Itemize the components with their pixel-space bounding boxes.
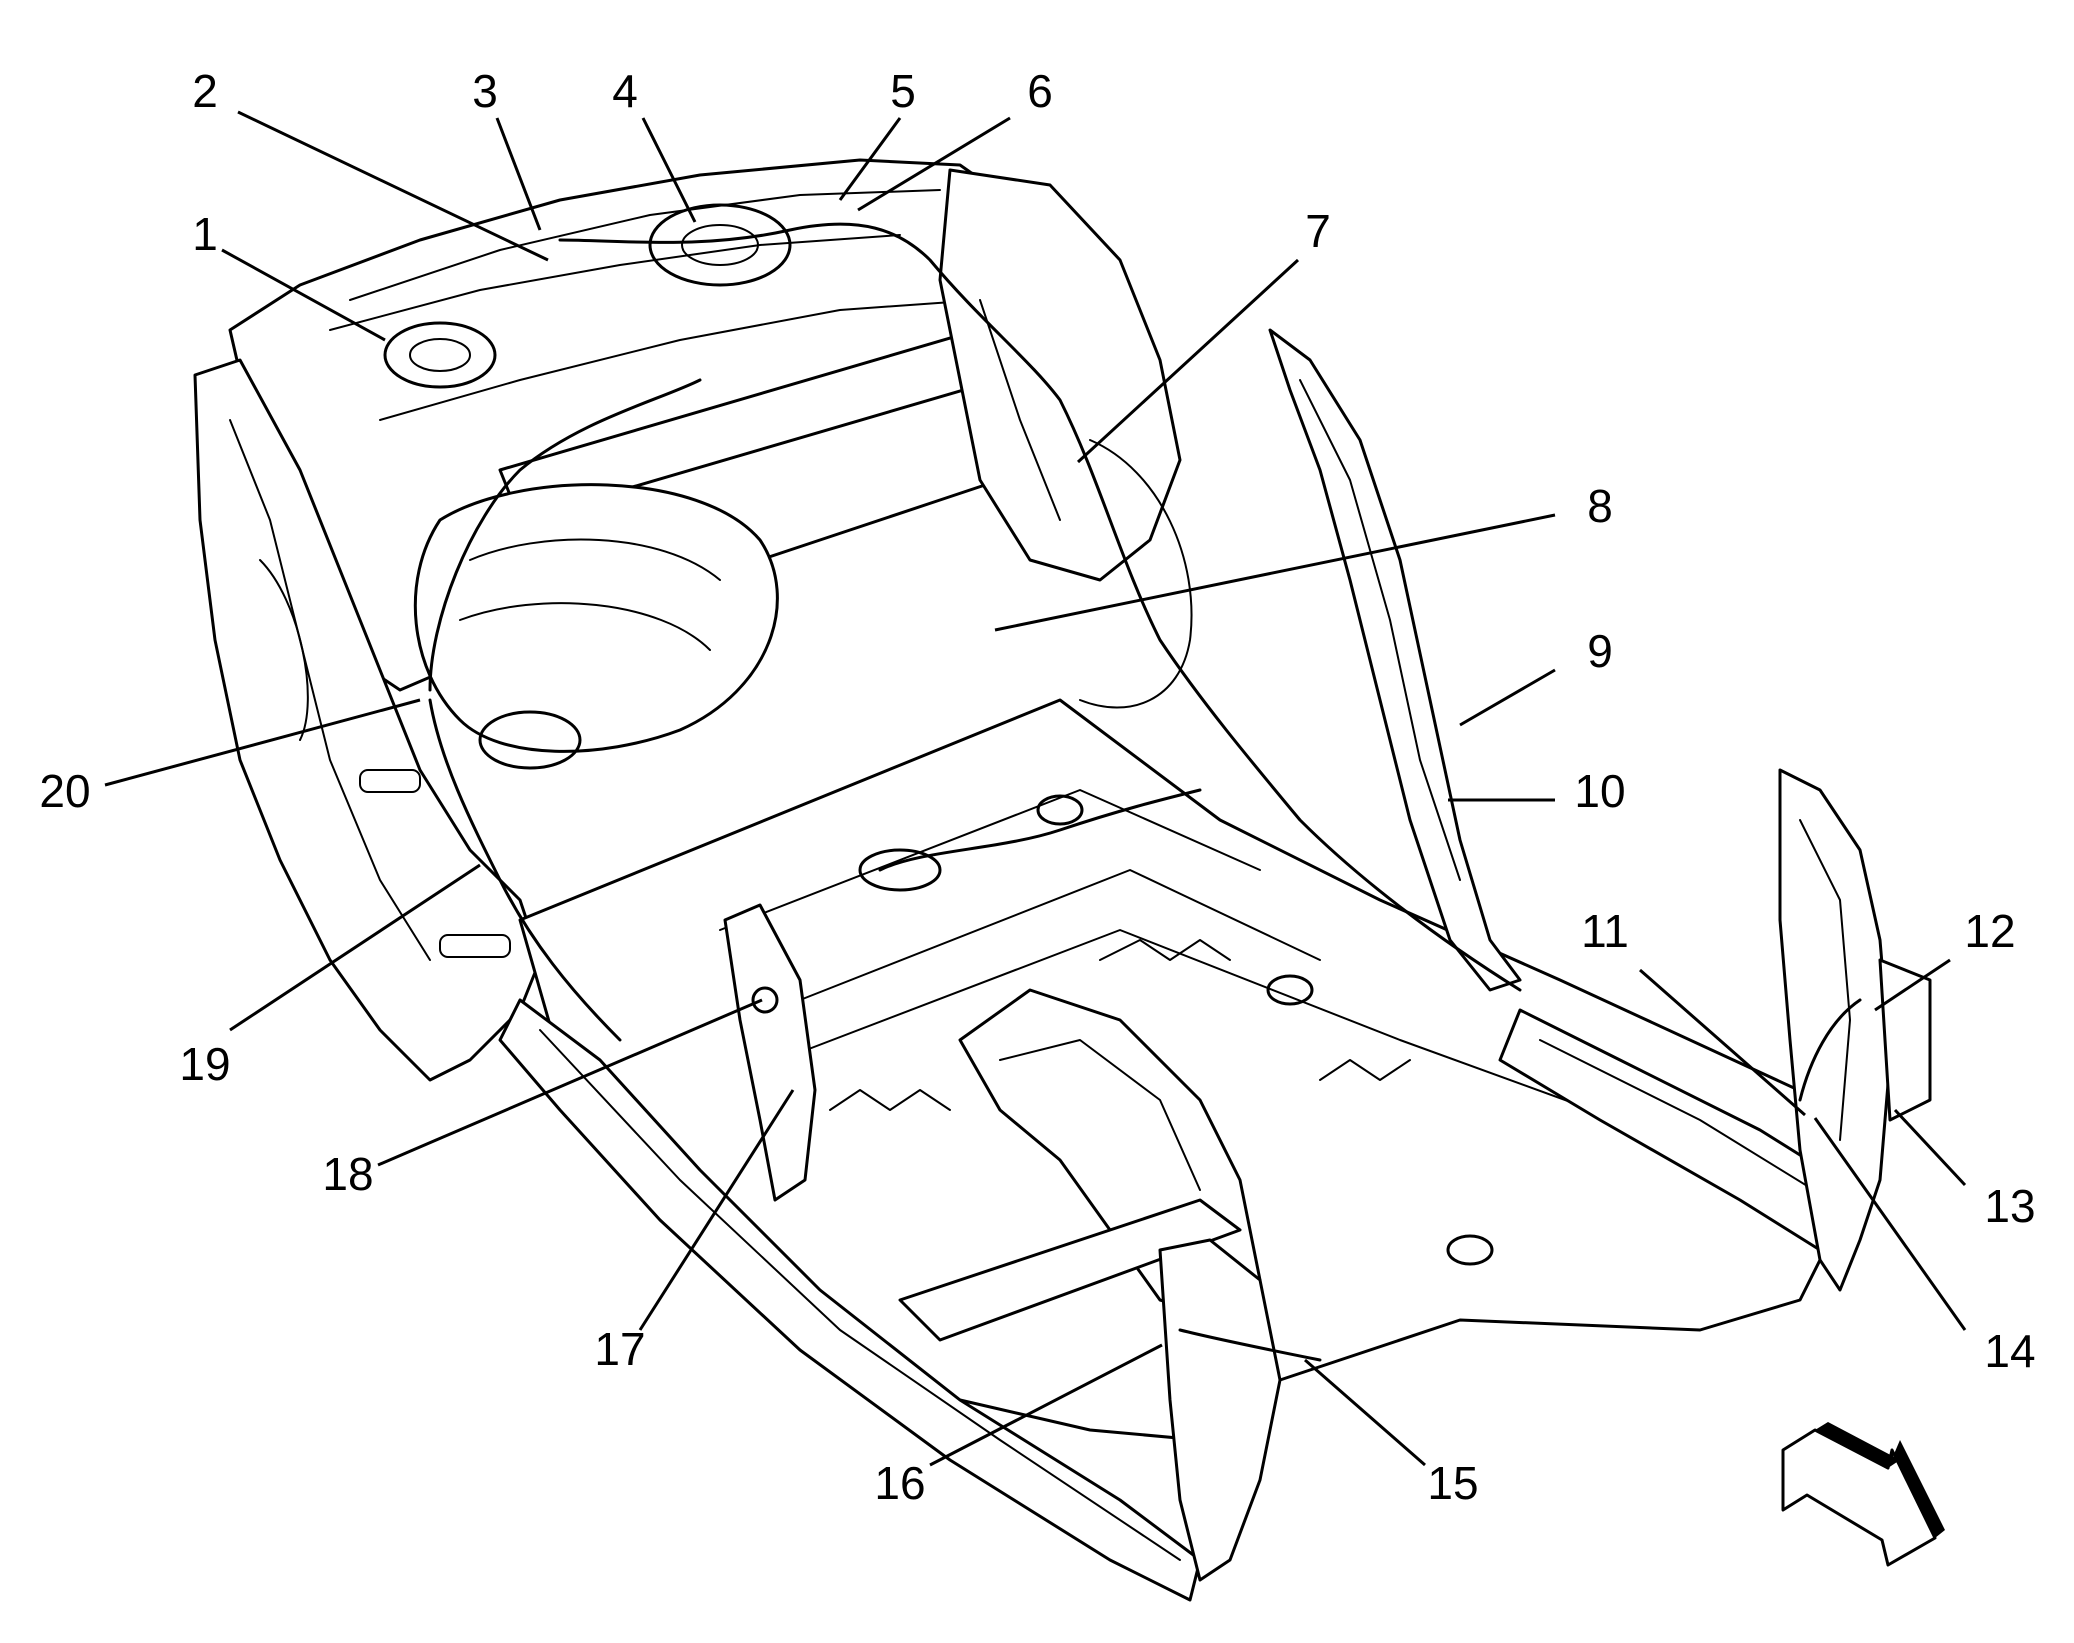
left-speaker-inner: [409, 338, 471, 372]
leader-18: [377, 998, 763, 1167]
wiring-harness-right: [1798, 998, 1862, 1102]
callout-16: 16: [874, 1457, 925, 1509]
callout-5: 5: [890, 65, 916, 117]
callout-3: 3: [472, 65, 498, 117]
callout-9: 9: [1587, 625, 1613, 677]
spare-well-rib: [469, 538, 721, 581]
rocker-edge: [539, 1029, 1181, 1561]
leader-14: [1813, 1117, 1967, 1331]
callout-15: 15: [1427, 1457, 1478, 1509]
leader-16: [929, 1343, 1163, 1467]
callout-8: 8: [1587, 480, 1613, 532]
callout-labels: 1 2 3 4 5 6 7 8 9 10 11 12 13 14 15 16 1…: [39, 65, 2035, 1509]
wheelhouse-detail: [979, 299, 1061, 521]
leader-8: [994, 513, 1556, 632]
leader-6: [857, 116, 1011, 212]
spare-well-rib: [459, 602, 711, 651]
tunnel-rib: [999, 1039, 1201, 1191]
floor-rib: [829, 1089, 951, 1111]
callout-6: 6: [1027, 65, 1053, 117]
leader-12: [1874, 958, 1951, 1012]
callout-1: 1: [192, 208, 218, 260]
quarter-slot: [439, 934, 511, 958]
callout-13: 13: [1984, 1180, 2035, 1232]
leader-20: [104, 698, 421, 787]
right-b-pillar: [1268, 328, 1522, 992]
callout-11: 11: [1581, 905, 1629, 957]
leader-4: [641, 117, 697, 223]
floor-plug: [1036, 794, 1084, 826]
wheelhouse-arc: [1079, 439, 1193, 709]
callout-17: 17: [594, 1323, 645, 1375]
vehicle-body-drawing: [193, 158, 1932, 1602]
quarter-detail: [229, 419, 431, 961]
left-rocker-sill: [498, 998, 1202, 1602]
left-lower-hinge-pillar: [1158, 1238, 1282, 1582]
quarter-slot: [359, 769, 421, 793]
callout-19: 19: [179, 1038, 230, 1090]
front-floor-crossmember: [898, 1198, 1242, 1342]
spare-tire-well: [413, 483, 779, 753]
floor-rib: [799, 869, 1321, 1001]
leader-7: [1076, 258, 1300, 464]
leader-13: [1893, 1108, 1967, 1187]
callout-2: 2: [192, 65, 218, 117]
floor-rib: [1099, 939, 1231, 961]
pillar-grommet: [751, 986, 779, 1014]
floor-plug: [1446, 1234, 1494, 1266]
leader-1: [221, 248, 386, 342]
left-rear-quarter-panel: [193, 358, 542, 1082]
quarter-detail: [259, 559, 309, 741]
leader-11: [1639, 968, 1806, 1117]
arrow-shadow: [1888, 1440, 1945, 1538]
pillar-edge: [1299, 379, 1461, 881]
right-dash-corner: [1878, 958, 1932, 1122]
left-b-pillar-lower: [723, 903, 817, 1202]
wiring-harness-main: [428, 222, 1522, 992]
callout-7: 7: [1305, 205, 1331, 257]
floor-rib: [779, 929, 1621, 1121]
leader-2: [237, 110, 549, 262]
leader-9: [1459, 668, 1556, 727]
leader-15: [1304, 1358, 1426, 1467]
wiring-harness-left: [428, 698, 622, 1042]
spare-well-center: [478, 710, 582, 770]
callout-4: 4: [612, 65, 638, 117]
callout-18: 18: [322, 1148, 373, 1200]
pillar-edge: [1799, 819, 1851, 1141]
wiring-harness-front: [1178, 1328, 1322, 1362]
leader-17: [638, 1089, 795, 1331]
view-direction-arrow-icon: [1781, 1422, 1945, 1567]
callout-14: 14: [1984, 1325, 2035, 1377]
callout-12: 12: [1964, 905, 2015, 957]
leader-3: [495, 117, 542, 231]
wiring-harness-floor: [878, 788, 1202, 872]
floor-rib: [1319, 1059, 1411, 1081]
floor-plug: [858, 848, 942, 892]
leader-19: [229, 863, 481, 1032]
rocker-edge: [1539, 1039, 1831, 1201]
leader-5: [838, 117, 902, 201]
shelf-rib: [379, 299, 981, 421]
right-hinge-pillar: [1778, 768, 1892, 1292]
callout-10: 10: [1574, 765, 1625, 817]
callout-20: 20: [39, 765, 90, 817]
arrow-side-shade: [1815, 1422, 1900, 1468]
left-speaker-opening: [383, 321, 497, 389]
floor-rib: [719, 789, 1261, 931]
shelf-rib: [329, 234, 901, 331]
callout-leaders: [104, 110, 1967, 1467]
floor-plug: [1266, 974, 1314, 1006]
